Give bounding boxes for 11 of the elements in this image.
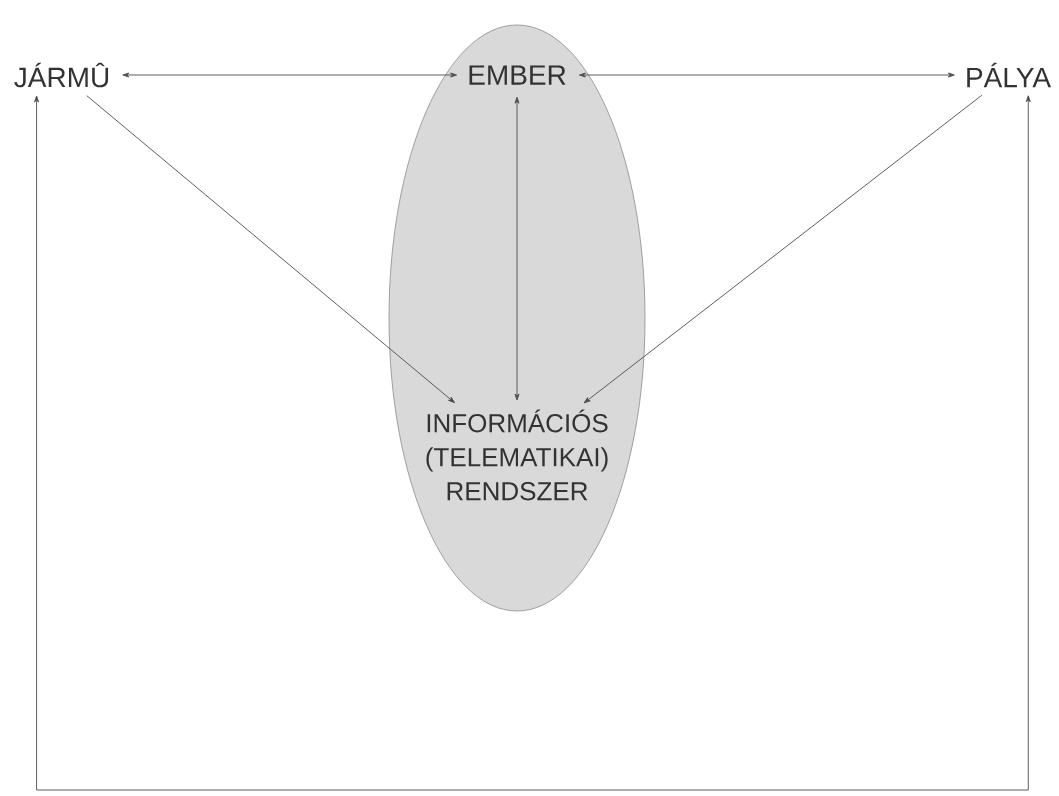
node-label: EMBER bbox=[469, 65, 566, 85]
arrow bbox=[583, 94, 983, 404]
arrow bbox=[578, 72, 955, 78]
node-label: INFORMÁCIÓS (TELEMATIKAI) RENDSZER bbox=[426, 409, 608, 501]
arrow bbox=[514, 96, 520, 401]
node-label: JÁRMÛ bbox=[14, 62, 109, 88]
arrow bbox=[122, 72, 458, 78]
node-label: PÁLYA bbox=[967, 62, 1051, 88]
ellipse-shape bbox=[388, 24, 646, 612]
arrow bbox=[34, 95, 1031, 791]
arrow bbox=[86, 95, 455, 404]
